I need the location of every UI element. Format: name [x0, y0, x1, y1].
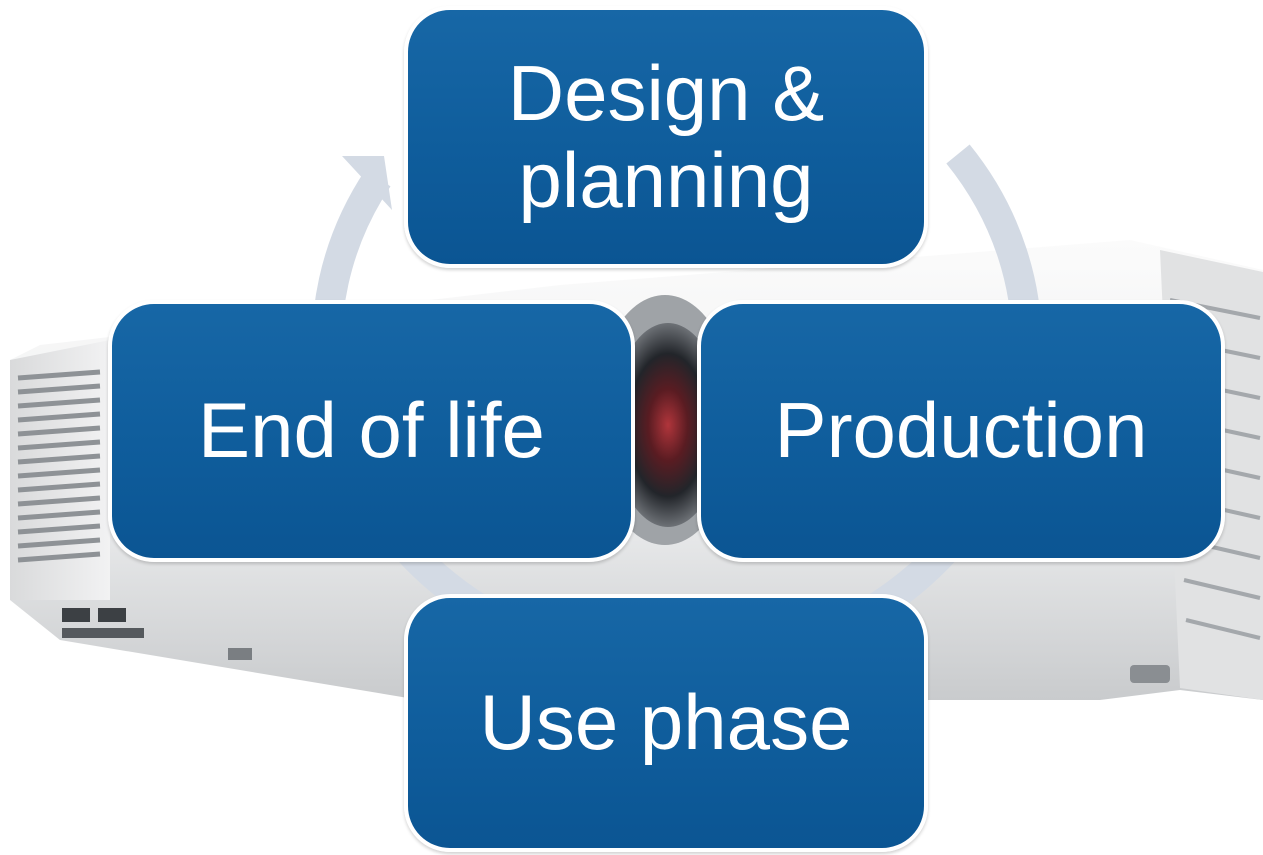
stage-production-label: Production — [774, 386, 1148, 475]
stage-end-of-life: End of life — [108, 300, 635, 562]
stage-end-of-life-label: End of life — [198, 386, 545, 475]
stage-design-planning-label: Design & planning — [507, 48, 825, 224]
stage-use-phase-label: Use phase — [479, 678, 853, 767]
stage-design-planning: Design & planning — [404, 6, 928, 268]
stage-use-phase: Use phase — [404, 594, 928, 852]
stage-production: Production — [697, 300, 1225, 562]
cycle-arrow-head — [342, 156, 392, 210]
